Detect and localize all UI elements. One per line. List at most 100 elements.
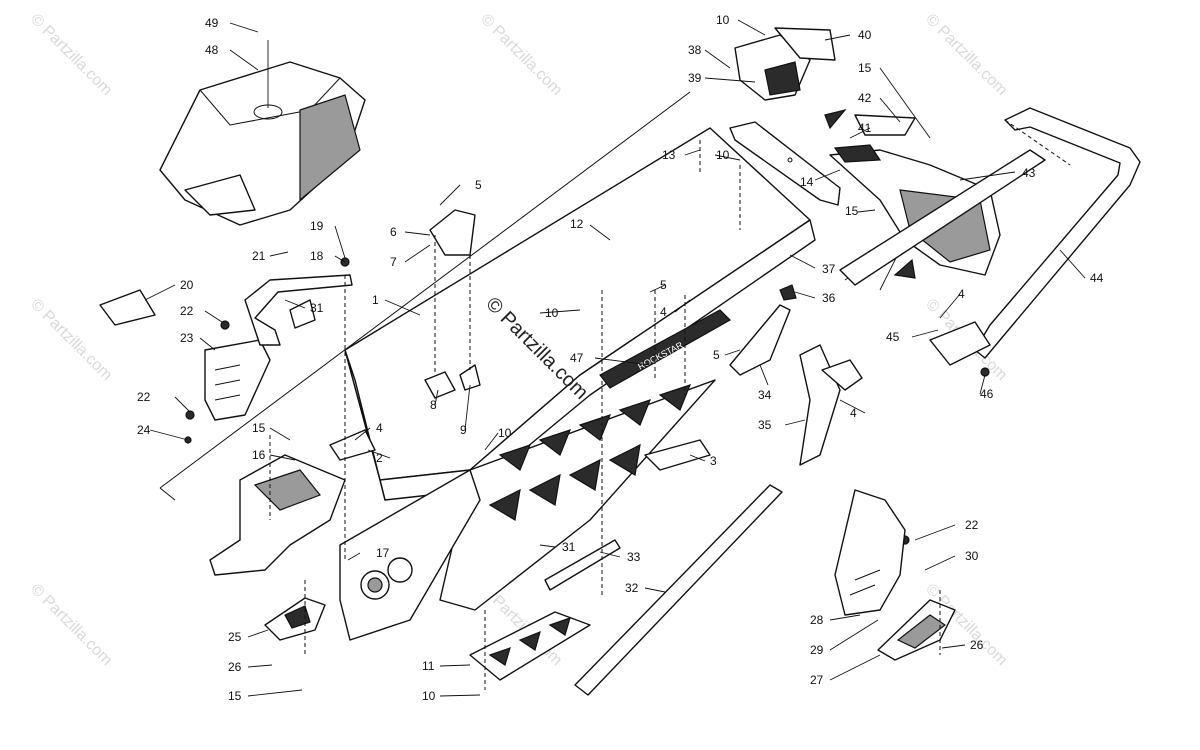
callout-7[interactable]: 7 [390,255,397,269]
callout-22[interactable]: 22 [965,518,979,532]
callout-4[interactable]: 4 [958,287,965,301]
storage-bag-part-48[interactable] [159,61,366,226]
callout-2[interactable]: 2 [376,451,383,465]
callout-37[interactable]: 37 [822,262,836,276]
watermark: © Partzilla.com [27,581,115,669]
callout-21[interactable]: 21 [252,249,266,263]
rear-rail-part-14[interactable] [729,121,841,206]
clip-part-36[interactable] [779,284,797,301]
side-panel-part-31[interactable] [339,469,481,641]
snowflap-part-35[interactable] [799,344,863,466]
callout-45[interactable]: 45 [886,330,900,344]
callout-40[interactable]: 40 [858,28,872,42]
callout-6[interactable]: 6 [390,225,397,239]
callout-4[interactable]: 4 [850,406,857,420]
callout-16[interactable]: 16 [252,448,266,462]
lower-plate-part-11[interactable] [469,611,591,681]
bracket-part-7[interactable] [429,209,476,256]
callout-13[interactable]: 13 [662,148,676,162]
callout-3[interactable]: 3 [710,454,717,468]
watermark: © Partzilla.com [922,11,1010,99]
latch-bracket-part-39[interactable] [734,27,836,101]
tunnel-part-12[interactable] [344,127,816,501]
callout-15[interactable]: 15 [252,421,266,435]
assembly-bracket-line [159,487,176,501]
callout-33[interactable]: 33 [627,550,641,564]
locator-lines [269,140,941,690]
callout-24[interactable]: 24 [137,423,151,437]
watermark: © Partzilla.com [477,11,565,99]
callout-32[interactable]: 32 [625,581,639,595]
callout-19[interactable]: 19 [310,219,324,233]
plate-part-3[interactable] [644,439,711,471]
callout-4[interactable]: 4 [376,421,383,435]
callout-25[interactable]: 25 [228,630,242,644]
callout-42[interactable]: 42 [858,91,872,105]
callout-43[interactable]: 43 [1022,166,1036,180]
callout-10[interactable]: 10 [716,13,730,27]
callout-26[interactable]: 26 [970,638,984,652]
callout-10[interactable]: 10 [422,689,436,703]
callout-11[interactable]: 11 [422,659,435,673]
callout-22[interactable]: 22 [137,390,151,404]
callout-47[interactable]: 47 [570,351,584,365]
side-bracket-part-28[interactable] [834,489,906,616]
callout-12[interactable]: 12 [570,217,584,231]
leader-lines [144,19,1086,697]
callout-labels: 49 48 10 38 39 40 15 42 41 43 13 10 14 1… [137,13,1104,703]
small-rail-part-33[interactable] [544,539,621,591]
bulkhead-part-16[interactable] [209,454,346,576]
long-rail-part-32[interactable] [574,484,783,696]
callout-5[interactable]: 5 [713,348,720,362]
callout-30[interactable]: 30 [965,549,979,563]
callout-1[interactable]: 1 [372,293,379,307]
arrow-marker [824,108,847,130]
arrow-marker [893,258,916,279]
callout-17[interactable]: 17 [376,546,390,560]
callout-39[interactable]: 39 [688,71,702,85]
callout-8[interactable]: 8 [430,398,437,412]
callout-9[interactable]: 9 [460,423,467,437]
callout-14[interactable]: 14 [800,175,814,189]
callout-15[interactable]: 15 [228,689,242,703]
callout-34[interactable]: 34 [758,388,772,402]
callout-46[interactable]: 46 [980,387,994,401]
callout-44[interactable]: 44 [1090,271,1104,285]
callout-10[interactable]: 10 [716,148,730,162]
footrest-part-27[interactable] [877,599,956,661]
callout-5[interactable]: 5 [475,178,482,192]
assembly-bracket-line [159,91,691,489]
callout-38[interactable]: 38 [688,43,702,57]
footrest-part-25[interactable] [264,597,326,641]
callout-29[interactable]: 29 [810,643,824,657]
callout-28[interactable]: 28 [810,613,824,627]
rear-strut-part-37[interactable] [839,149,1046,286]
callout-10[interactable]: 10 [498,426,512,440]
pad-part-8[interactable] [424,371,456,399]
callout-31[interactable]: 31 [310,301,324,315]
callout-4[interactable]: 4 [660,305,667,319]
cover-part-20[interactable] [99,289,156,326]
callout-27[interactable]: 27 [810,673,824,687]
callout-5[interactable]: 5 [660,278,667,292]
callout-35[interactable]: 35 [758,418,772,432]
callout-49[interactable]: 49 [205,16,219,30]
handle-part-18[interactable] [244,274,353,346]
callout-31[interactable]: 31 [562,540,576,554]
callout-48[interactable]: 48 [205,43,219,57]
callout-36[interactable]: 36 [822,291,836,305]
callout-26[interactable]: 26 [228,660,242,674]
callout-41[interactable]: 41 [858,121,872,135]
callout-18[interactable]: 18 [310,249,324,263]
callout-20[interactable]: 20 [180,278,194,292]
callout-15[interactable]: 15 [858,61,872,75]
callout-23[interactable]: 23 [180,331,194,345]
callout-10[interactable]: 10 [545,306,559,320]
rear-bumper-part-44[interactable] [929,107,1141,366]
callout-22[interactable]: 22 [180,304,194,318]
callout-15[interactable]: 15 [845,204,859,218]
bracket-part-23[interactable] [204,339,271,421]
strap-part-2[interactable] [329,429,376,461]
bracket-part-34[interactable] [729,304,791,376]
